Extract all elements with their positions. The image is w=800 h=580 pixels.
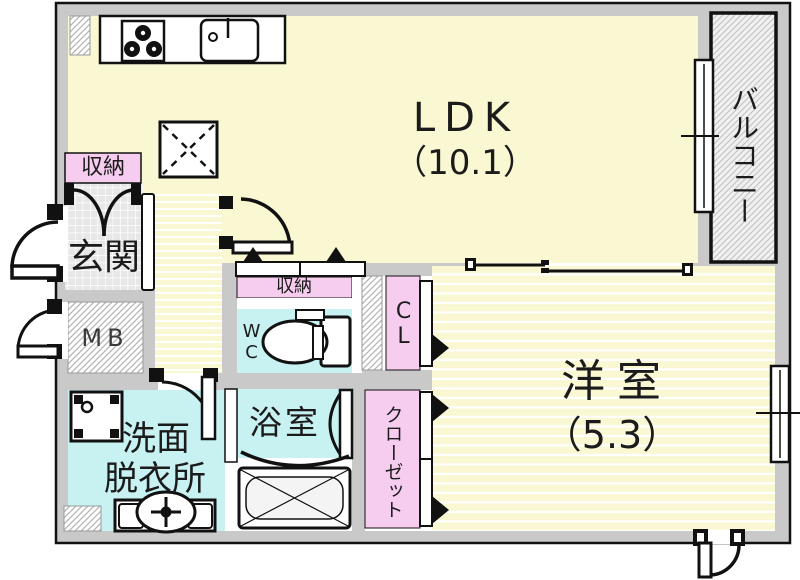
mb-door-leaf <box>16 344 60 359</box>
western-door-jamb-left-notch <box>697 533 704 542</box>
storage-door-jamb-right <box>131 183 141 205</box>
wall-cl-closet-divider <box>352 370 433 390</box>
entrance-door-jamb-top <box>47 204 63 220</box>
partition-bracket-left-notch <box>468 261 473 268</box>
cl-folding-door <box>419 280 433 367</box>
bathroom-door-swing <box>240 450 350 468</box>
toilet-bowl <box>261 319 329 365</box>
label-washroom-line1: 洗面 <box>122 419 190 459</box>
washroom-door-leaf <box>200 375 217 441</box>
refrigerator-space <box>158 120 219 179</box>
western-door-jamb-right-notch <box>734 533 741 542</box>
ldk-door-jamb-bottom <box>219 236 233 249</box>
label-wc: WC <box>241 321 262 363</box>
fixtures <box>69 309 352 534</box>
entrance-door-arc <box>10 220 59 269</box>
label-ldk: LDK <box>412 95 520 141</box>
partition-bracket-mid-a <box>541 260 549 265</box>
kitchen-sink <box>199 18 260 63</box>
storage-door-jamb-left <box>64 183 74 205</box>
label-entrance-storage: 収納 <box>80 155 125 180</box>
wall-entrance-mb-divider <box>56 290 155 302</box>
kitchen <box>98 14 287 65</box>
label-western-room: 洋室 <box>561 356 673 407</box>
hallway-floor <box>155 190 222 373</box>
sliding-direction-mark-left <box>243 247 263 262</box>
balcony-floor <box>709 11 778 264</box>
bathroom-wall-strip <box>224 388 238 463</box>
sliding-direction-mark-right <box>326 247 346 262</box>
doors <box>10 183 745 579</box>
label-closet-cl: CL <box>391 299 416 349</box>
windows <box>681 58 800 464</box>
ldk-door-jamb-top <box>219 196 233 209</box>
stove-burners <box>124 25 162 57</box>
mb-door-arc <box>16 308 59 351</box>
partition-bracket-mid-b <box>541 268 549 273</box>
washroom-door-jamb-left <box>149 368 164 382</box>
room-western-floor <box>432 266 775 531</box>
sink-drain <box>208 32 218 42</box>
wall-washroom-top-left <box>56 373 158 390</box>
wall-top <box>56 3 790 16</box>
toilet-lid <box>295 309 325 321</box>
vanity-faucet <box>160 506 172 518</box>
wall-hall-right <box>222 248 237 373</box>
label-entrance: 玄関 <box>67 237 140 278</box>
partition-bracket-right-notch <box>685 266 690 273</box>
wall-cl-top <box>352 262 433 276</box>
bathroom-door-arc <box>328 393 342 455</box>
closet-direction-mark-top <box>432 394 449 422</box>
label-meter-box: MB <box>81 324 129 352</box>
pillar-cl <box>361 275 383 371</box>
room-bathroom-floor <box>237 389 352 458</box>
entrance-door-opening <box>54 206 68 282</box>
label-balcony: バルコニー <box>727 84 760 225</box>
label-washroom-line2: 脱衣所 <box>104 459 206 499</box>
washing-machine-corners <box>74 395 119 438</box>
label-hall-storage: 収納 <box>276 276 312 297</box>
western-door-arc <box>710 545 741 577</box>
label-western-size: （5.3） <box>543 413 681 457</box>
ldk-door-arc <box>240 197 292 249</box>
entrance-step-strip <box>141 193 155 291</box>
label-ldk-size: （10.1） <box>393 143 537 183</box>
wall-bottom <box>56 531 790 543</box>
pillar-kitchen <box>69 15 91 56</box>
western-door-leaf <box>697 541 713 579</box>
storage-entrance-box <box>64 152 142 184</box>
label-bathroom: 浴室 <box>249 402 321 442</box>
wall-bath-closet-divider <box>352 389 365 531</box>
toilet-seat-hinge <box>312 325 324 360</box>
washing-machine-knob <box>80 400 94 414</box>
storage-door-arc-right <box>102 188 135 237</box>
washroom-door-opening <box>158 373 203 390</box>
label-closet-main: クローゼット <box>381 405 404 519</box>
pillar-washroom <box>63 505 102 532</box>
wc-right-gap <box>352 262 362 373</box>
room-entrance-floor <box>65 183 143 290</box>
ldk-door-leaf <box>231 240 294 255</box>
meter-box-floor <box>67 301 144 374</box>
cl-direction-mark <box>432 334 449 362</box>
wall-wc-bath-divider <box>225 373 365 389</box>
wc-storage-gap <box>237 298 352 309</box>
bathtub-cross <box>240 469 349 527</box>
closet-direction-mark-bottom <box>432 496 449 524</box>
entrance-door-leaf <box>10 264 60 280</box>
